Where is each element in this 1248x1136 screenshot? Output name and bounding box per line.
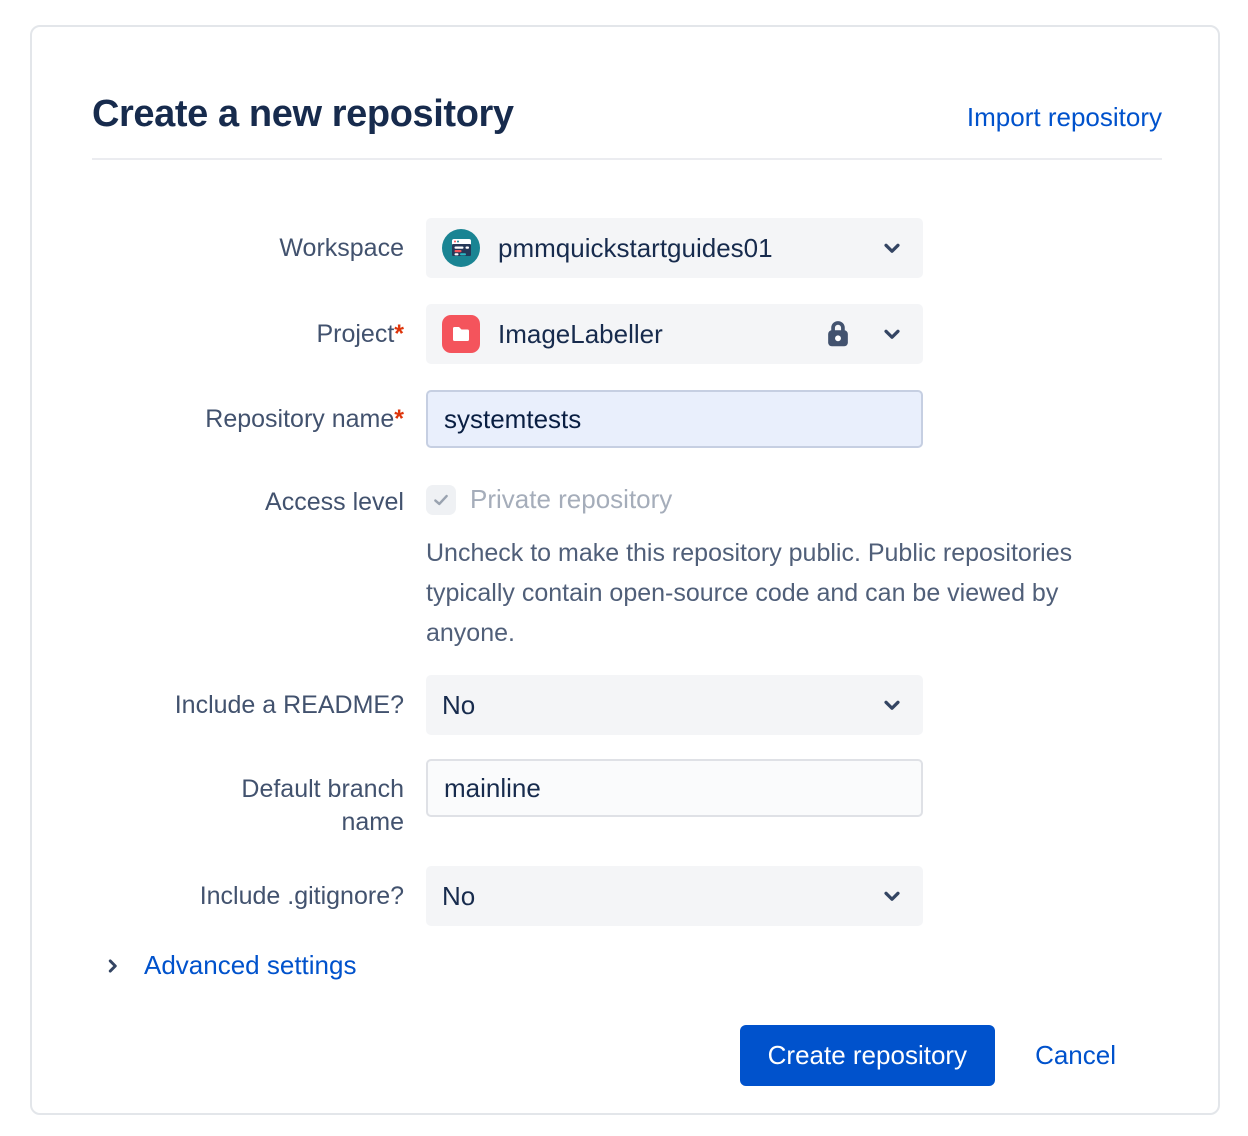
private-repository-option: Private repository xyxy=(426,478,1102,515)
project-row: Project* ImageLabeller xyxy=(92,304,1162,364)
workspace-select[interactable]: pmmquickstartguides01 xyxy=(426,218,923,278)
workspace-selected-value: pmmquickstartguides01 xyxy=(498,232,773,263)
include-readme-label: Include a README? xyxy=(174,690,404,719)
project-selected-value: ImageLabeller xyxy=(498,318,663,349)
access-level-help-text: Uncheck to make this repository public. … xyxy=(426,539,1073,647)
include-gitignore-selected-value: No xyxy=(442,880,476,911)
required-asterisk: * xyxy=(394,404,404,433)
access-level-label: Access level xyxy=(265,488,404,516)
checkmark-icon xyxy=(432,491,450,509)
required-asterisk: * xyxy=(394,319,404,348)
repository-name-input[interactable] xyxy=(426,390,923,448)
repository-name-row: Repository name* xyxy=(92,390,1162,448)
workspace-row: Workspace pmmqu xyxy=(92,218,1162,278)
access-level-row: Access level Private repository Uncheck … xyxy=(92,478,1162,653)
project-select[interactable]: ImageLabeller xyxy=(426,304,923,364)
default-branch-row: Default branch name xyxy=(92,759,1162,838)
chevron-down-icon xyxy=(879,235,905,261)
include-gitignore-row: Include .gitignore? No xyxy=(92,866,1162,926)
include-gitignore-select[interactable]: No xyxy=(426,866,923,926)
create-repository-dialog: Create a new repository Import repositor… xyxy=(30,25,1220,1115)
dialog-actions: Create repository Cancel xyxy=(92,1025,1162,1086)
import-repository-link[interactable]: Import repository xyxy=(966,102,1162,132)
advanced-settings-label: Advanced settings xyxy=(144,950,357,980)
chevron-down-icon xyxy=(879,692,905,718)
chevron-right-icon xyxy=(102,955,124,977)
private-repository-label: Private repository xyxy=(470,484,673,514)
page-title: Create a new repository xyxy=(92,93,514,135)
create-repository-button[interactable]: Create repository xyxy=(739,1025,996,1086)
chevron-down-icon xyxy=(879,321,905,347)
default-branch-label: Default branch name xyxy=(241,775,404,836)
workspace-label: Workspace xyxy=(279,233,404,262)
include-gitignore-label: Include .gitignore? xyxy=(199,881,404,910)
workspace-avatar-icon xyxy=(442,229,480,267)
include-readme-row: Include a README? No xyxy=(92,675,1162,735)
create-repository-form: Workspace pmmqu xyxy=(92,218,1162,1086)
project-avatar-icon xyxy=(442,315,480,353)
lock-icon xyxy=(823,318,853,350)
advanced-settings-toggle[interactable]: Advanced settings xyxy=(102,950,1162,981)
header-divider xyxy=(92,158,1162,160)
repository-name-label: Repository name* xyxy=(205,404,404,433)
private-repository-checkbox[interactable] xyxy=(426,484,456,515)
dialog-header: Create a new repository Import repositor… xyxy=(92,93,1162,136)
cancel-button[interactable]: Cancel xyxy=(1035,1040,1116,1070)
project-label: Project* xyxy=(316,319,404,348)
chevron-down-icon xyxy=(879,883,905,909)
include-readme-selected-value: No xyxy=(442,689,476,720)
access-level-field: Private repository Uncheck to make this … xyxy=(426,478,1102,653)
default-branch-input[interactable] xyxy=(426,759,923,817)
include-readme-select[interactable]: No xyxy=(426,675,923,735)
